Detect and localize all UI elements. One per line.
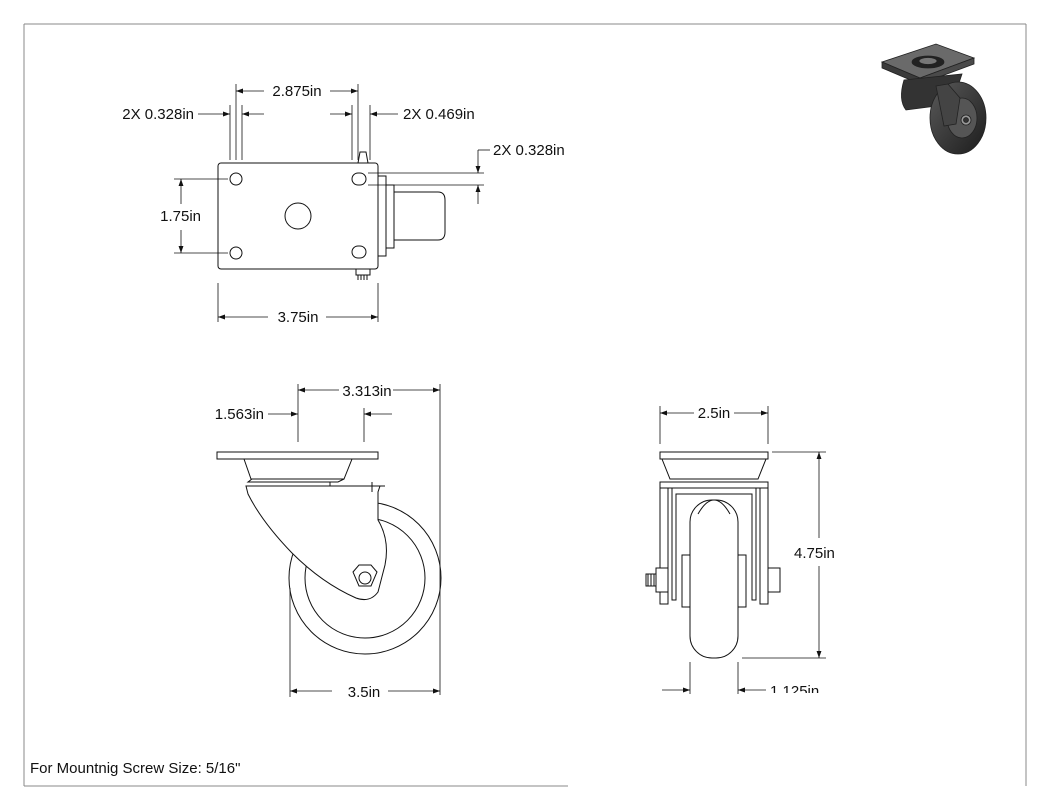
front-view xyxy=(646,452,780,658)
mounting-screw-note: For Mountnig Screw Size: 5/16" xyxy=(30,760,241,777)
sheet-border xyxy=(24,24,1026,786)
dim-hole-spacing-y: 1.75in xyxy=(160,208,201,225)
dim-wheel-diameter: 3.5in xyxy=(348,684,381,701)
dim-hole-spacing-x: 2.875in xyxy=(272,83,321,100)
dim-right-slot: 2X 0.469in xyxy=(403,106,475,123)
dim-offset: 1.563in xyxy=(215,406,264,423)
dim-slot-height: 2X 0.328in xyxy=(493,142,565,159)
dim-plate-width-front: 2.5in xyxy=(698,405,731,422)
dim-wheel-width-clip: 1.125in xyxy=(770,683,819,700)
side-view xyxy=(217,452,441,654)
isometric-caster-image xyxy=(882,44,986,154)
dim-overall-height: 4.75in xyxy=(794,545,835,562)
dim-left-hole: 2X 0.328in xyxy=(122,106,194,123)
dim-wheel-width: 1.125in xyxy=(770,683,819,700)
top-view xyxy=(218,152,445,280)
side-view-dimensions xyxy=(268,384,440,697)
dim-plate-width-top: 3.75in xyxy=(278,309,319,326)
top-view-dimensions xyxy=(174,84,490,322)
dim-overall-length: 3.313in xyxy=(342,383,391,400)
front-view-dimensions xyxy=(660,406,826,694)
